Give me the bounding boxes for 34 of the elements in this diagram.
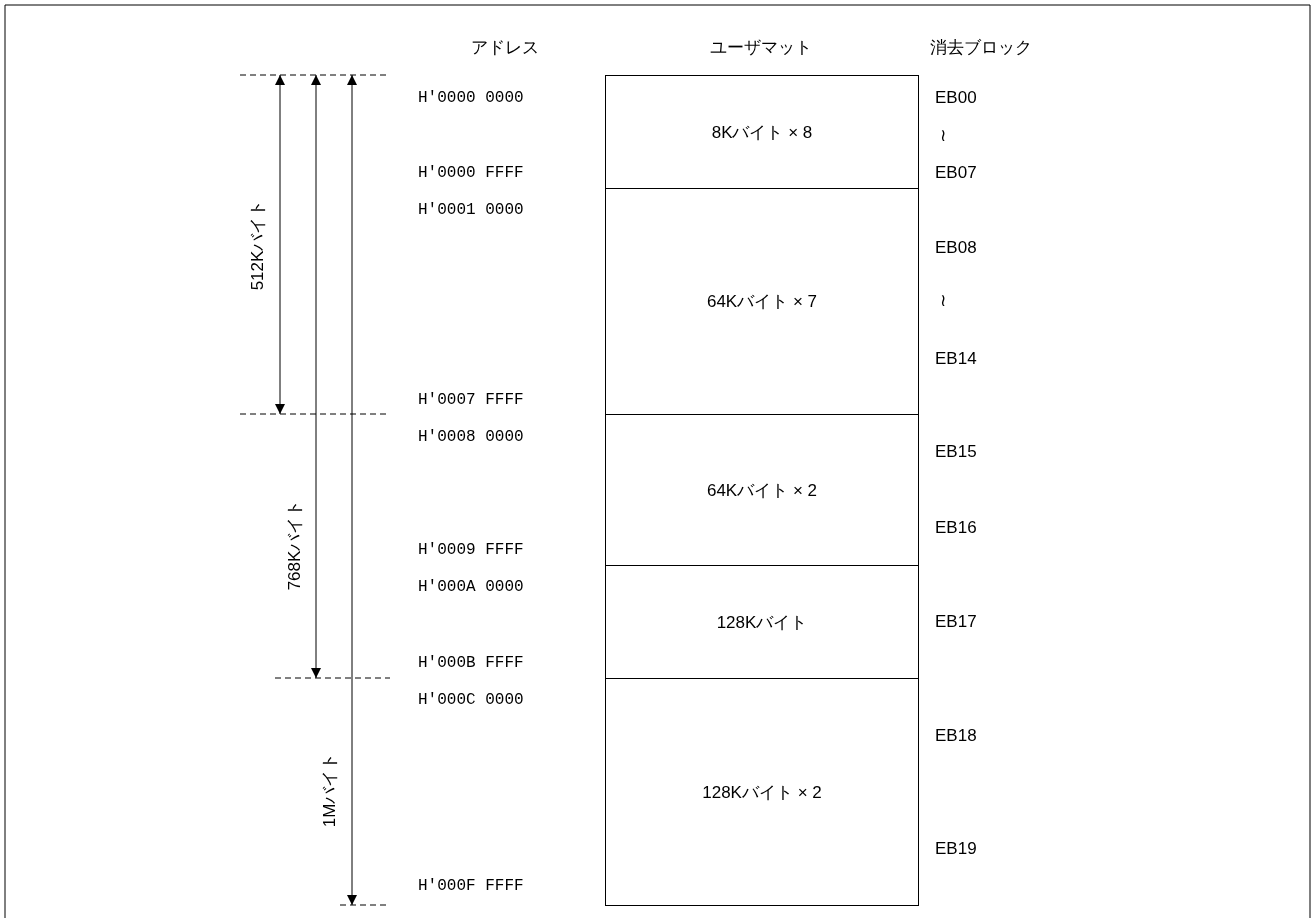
column-header: アドレス bbox=[471, 38, 539, 58]
block-size-text: 8Kバイト × 8 bbox=[711, 121, 813, 144]
erase-block-label: EB19 bbox=[935, 839, 977, 859]
block-size-text: 64Kバイト × 2 bbox=[706, 479, 818, 502]
address-text: H'0007 FFFF bbox=[418, 390, 524, 410]
erase-block-label: EB08 bbox=[935, 238, 977, 258]
range-mark: ≀ bbox=[940, 291, 946, 311]
memory-block bbox=[605, 75, 919, 189]
memory-block bbox=[605, 414, 919, 566]
address-text: H'000C 0000 bbox=[418, 690, 524, 710]
address-text: H'000B FFFF bbox=[418, 653, 524, 673]
address-text: H'0009 FFFF bbox=[418, 540, 524, 560]
address-text: H'000F FFFF bbox=[418, 876, 524, 896]
address-text: H'0001 0000 bbox=[418, 200, 524, 220]
memory-block bbox=[605, 678, 919, 906]
erase-block-label: EB17 bbox=[935, 612, 977, 632]
erase-block-label: EB07 bbox=[935, 163, 977, 183]
memory-block bbox=[605, 565, 919, 679]
erase-block-label: EB14 bbox=[935, 349, 977, 369]
block-size-text: 128Kバイト bbox=[716, 611, 808, 634]
memory-block bbox=[605, 188, 919, 415]
block-size-text: 128Kバイト × 2 bbox=[702, 781, 822, 804]
erase-block-label: EB18 bbox=[935, 726, 977, 746]
address-text: H'0008 0000 bbox=[418, 427, 524, 447]
address-text: H'0000 FFFF bbox=[418, 163, 524, 183]
erase-block-label: EB00 bbox=[935, 88, 977, 108]
erase-block-label: EB16 bbox=[935, 518, 977, 538]
erase-block-label: EB15 bbox=[935, 442, 977, 462]
address-text: H'000A 0000 bbox=[418, 577, 524, 597]
address-text: H'0000 0000 bbox=[418, 88, 524, 108]
column-header: 消去ブロック bbox=[930, 38, 1032, 58]
block-size-text: 64Kバイト × 7 bbox=[706, 291, 818, 313]
range-mark: ≀ bbox=[940, 126, 946, 146]
column-header: ユーザマット bbox=[710, 38, 812, 58]
